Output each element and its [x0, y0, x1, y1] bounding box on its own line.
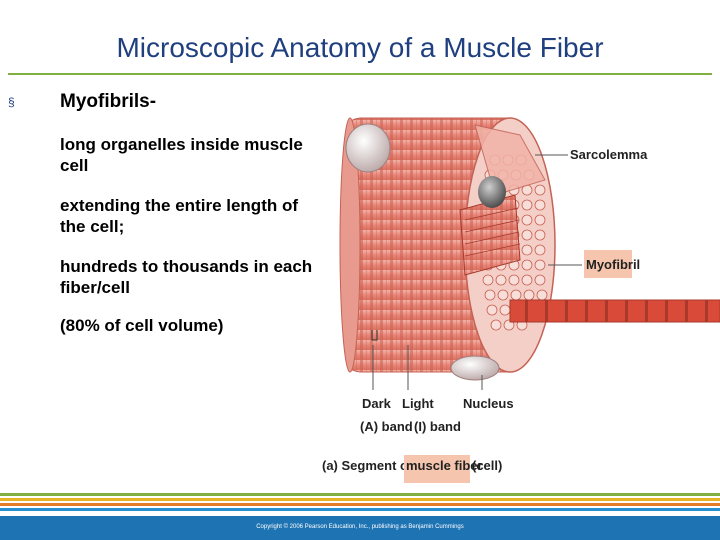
caption-suffix: (cell) [472, 458, 502, 473]
nucleus-top [345, 123, 391, 173]
nucleus-cut-face [478, 176, 506, 208]
slide-title: Microscopic Anatomy of a Muscle Fiber [116, 32, 604, 63]
nucleus-bottom [450, 355, 500, 381]
paragraph-1: long organelles inside muscle cell [60, 135, 303, 175]
leader-lines [372, 154, 582, 390]
bullet-heading: Myofibrils- [60, 91, 157, 112]
paragraph-4: (80% of cell volume) [60, 316, 224, 335]
caption-muscle-fiber: muscle fiber [406, 458, 483, 473]
footer-bar [0, 516, 720, 540]
label-dark: Dark [362, 396, 392, 411]
label-sarcolemma: Sarcolemma [570, 147, 648, 162]
fiber-body [339, 117, 511, 373]
label-nucleus: Nucleus [463, 396, 514, 411]
caption-highlight [404, 455, 470, 483]
paragraph-2: extending the entire length of the cell; [60, 196, 299, 236]
label-light: Light [402, 396, 434, 411]
myofibril-highlight [584, 250, 632, 278]
protruding-myofibril [509, 299, 720, 323]
paragraph-3: hundreds to thousands in each fiber/cell [60, 257, 313, 297]
exposed-myofibrils [459, 194, 521, 276]
label-myofibril: Myofibril [586, 257, 640, 272]
footer-stripes [0, 493, 720, 513]
label-i-band: (I) band [414, 419, 461, 434]
bullet-icon: § [8, 95, 15, 109]
caption-prefix: (a) Segment of a [322, 458, 424, 473]
band-bracket [371, 330, 378, 341]
copyright-text: Copyright © 2006 Pearson Education, Inc.… [256, 524, 464, 530]
label-a-band: (A) band [360, 419, 413, 434]
muscle-fiber-illustration: Sarcolemma Myofibril Dark (A) band Light… [322, 117, 720, 483]
title-divider [8, 73, 712, 75]
